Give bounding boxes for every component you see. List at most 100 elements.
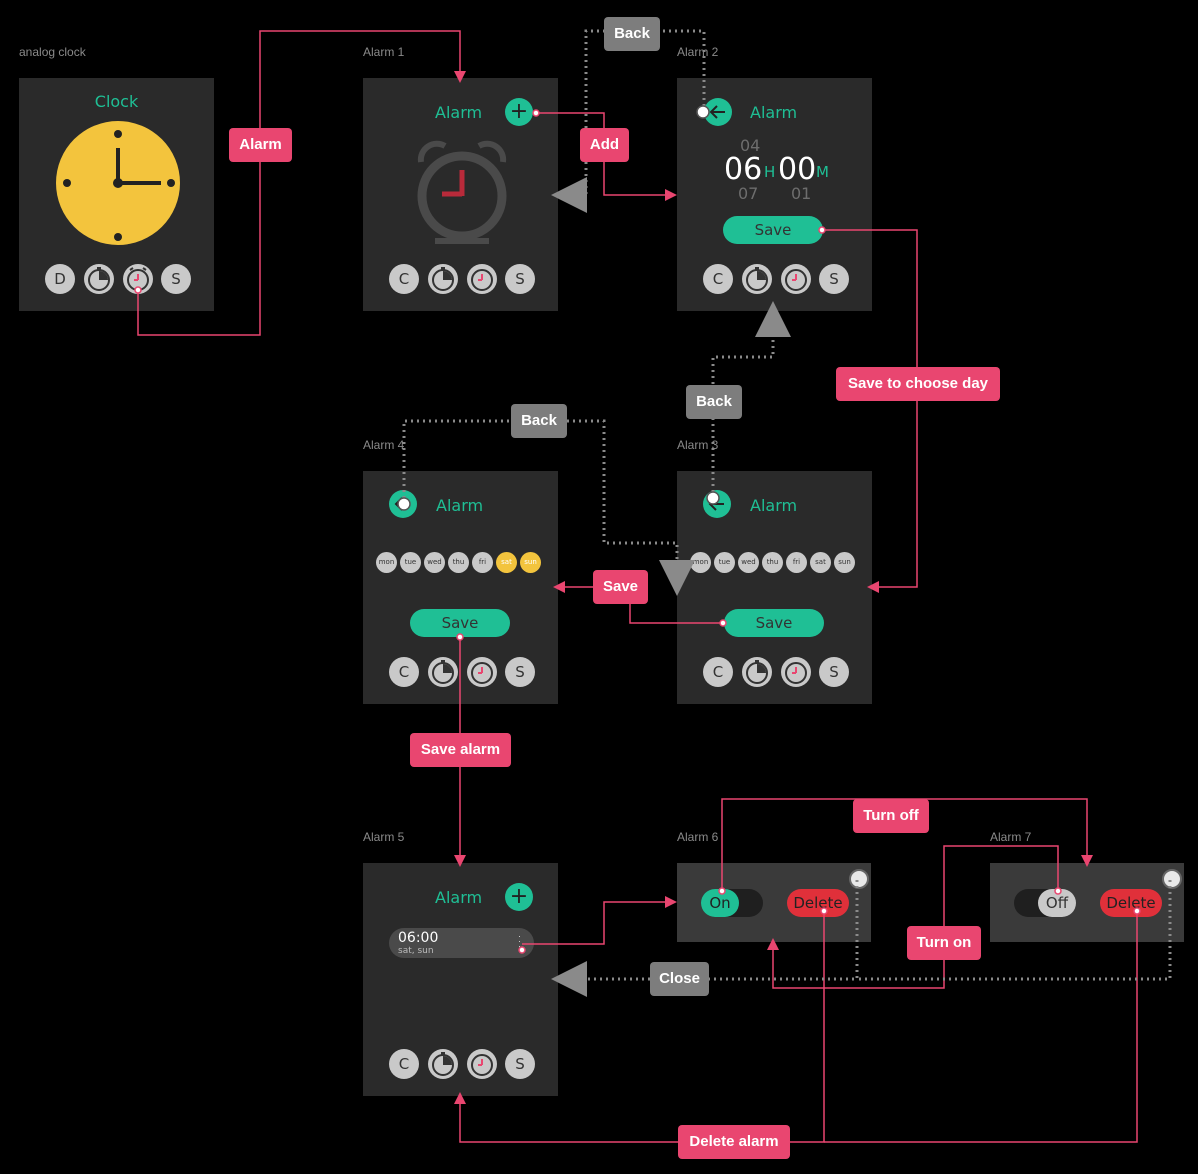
- back-button[interactable]: [704, 98, 732, 126]
- add-alarm-button[interactable]: +: [505, 98, 533, 126]
- nav-stopwatch-button[interactable]: [84, 264, 114, 294]
- day-fri[interactable]: fri: [472, 552, 493, 573]
- day-wed[interactable]: wed: [424, 552, 445, 573]
- save-days-button[interactable]: Save: [724, 609, 824, 637]
- add-alarm-button[interactable]: +: [505, 883, 533, 911]
- day-sun[interactable]: sun: [834, 552, 855, 573]
- day-tue[interactable]: tue: [400, 552, 421, 573]
- day-thu[interactable]: thu: [762, 552, 783, 573]
- alarm-clock-icon: [785, 269, 807, 291]
- day-tue[interactable]: tue: [714, 552, 735, 573]
- link-open-popup: [522, 896, 677, 945]
- nav-clock-button[interactable]: C: [389, 1049, 419, 1079]
- clock-title: Clock: [94, 92, 139, 111]
- delete-button[interactable]: Delete: [1100, 889, 1162, 917]
- close-icon[interactable]: [1162, 869, 1182, 889]
- day-thu[interactable]: thu: [448, 552, 469, 573]
- nav-clock-button[interactable]: C: [389, 657, 419, 687]
- screen-alarm-5: Alarm + 06:00 sat, sun ··· C S: [363, 863, 558, 1096]
- alarm-clock-icon: [471, 662, 493, 684]
- nav-settings-button[interactable]: S: [505, 1049, 535, 1079]
- day-wed[interactable]: wed: [738, 552, 759, 573]
- save-time-button[interactable]: Save: [723, 216, 823, 244]
- stopwatch-icon: [432, 660, 454, 684]
- nav-clock-button[interactable]: C: [703, 657, 733, 687]
- delete-button[interactable]: Delete: [787, 889, 849, 917]
- link-delete-alarm: [454, 911, 825, 1143]
- toggle-off-label: Off: [1038, 889, 1076, 917]
- transition-save-alarm: Save alarm: [410, 733, 511, 767]
- save-days-button[interactable]: Save: [410, 609, 510, 637]
- back-link-alarm2: [551, 29, 706, 213]
- frame-label-alarm-7: Alarm 7: [990, 830, 1032, 844]
- close-link-2: [857, 880, 1172, 981]
- alarm-list-item[interactable]: 06:00 sat, sun ···: [389, 928, 534, 958]
- nav-clock-button[interactable]: C: [703, 264, 733, 294]
- frame-label-analog-clock: analog clock: [19, 45, 86, 59]
- frame-label-alarm-3: Alarm 3: [677, 438, 719, 452]
- nav-settings-button[interactable]: S: [505, 657, 535, 687]
- transition-save-to-choose-day: Save to choose day: [836, 367, 1000, 401]
- hour-unit: H: [764, 163, 776, 181]
- minute-value[interactable]: 00: [778, 152, 817, 187]
- hour-prev: 04: [740, 136, 761, 155]
- nav-alarm-button[interactable]: [467, 1049, 497, 1079]
- alarm-title: Alarm: [435, 888, 483, 907]
- nav-clock-button[interactable]: C: [389, 264, 419, 294]
- nav-alarm-button[interactable]: [781, 264, 811, 294]
- alarm-item-time: 06:00: [398, 930, 439, 946]
- nav-settings-button[interactable]: S: [161, 264, 191, 294]
- transition-back-1: Back: [604, 17, 660, 51]
- nav-stopwatch-button[interactable]: [428, 657, 458, 687]
- toggle-switch[interactable]: Off: [1014, 889, 1076, 917]
- screen-alarm-1: Alarm + C S: [363, 78, 558, 311]
- nav-alarm-button[interactable]: [781, 657, 811, 687]
- screen-alarm-3: Alarm mon tue wed thu fri sat sun Save C…: [677, 471, 872, 704]
- day-sun[interactable]: sun: [520, 552, 541, 573]
- nav-stopwatch-button[interactable]: [742, 657, 772, 687]
- day-mon[interactable]: mon: [376, 552, 397, 573]
- frame-label-alarm-1: Alarm 1: [363, 45, 405, 59]
- analog-clock-face-icon: [56, 121, 180, 245]
- transition-save: Save: [593, 570, 648, 604]
- hour-next: 07: [738, 184, 759, 203]
- nav-stopwatch-button[interactable]: [428, 1049, 458, 1079]
- nav-settings-button[interactable]: S: [819, 657, 849, 687]
- nav-stopwatch-button[interactable]: [428, 264, 458, 294]
- stopwatch-icon: [746, 660, 768, 684]
- close-icon[interactable]: [849, 869, 869, 889]
- screen-alarm-6: On Delete: [677, 863, 871, 942]
- transition-delete-alarm: Delete alarm: [678, 1125, 790, 1159]
- alarm-title: Alarm: [750, 103, 798, 122]
- nav-settings-button[interactable]: S: [819, 264, 849, 294]
- frame-label-alarm-2: Alarm 2: [677, 45, 719, 59]
- screen-alarm-2: Alarm 04 06 H 00 M 07 01 Save C S: [677, 78, 872, 311]
- link-alarm: [137, 30, 466, 336]
- link-delete-alarm-2: [824, 911, 1138, 1143]
- day-fri[interactable]: fri: [786, 552, 807, 573]
- minute-unit: M: [816, 163, 829, 181]
- nav-stopwatch-button[interactable]: [742, 264, 772, 294]
- more-options-icon[interactable]: ···: [518, 931, 521, 951]
- alarm-clock-icon: [785, 662, 807, 684]
- day-sat[interactable]: sat: [496, 552, 517, 573]
- back-link-alarm4: [402, 419, 695, 596]
- nav-alarm-button[interactable]: [467, 657, 497, 687]
- stopwatch-icon: [432, 267, 454, 291]
- day-mon[interactable]: mon: [690, 552, 711, 573]
- frame-label-alarm-6: Alarm 6: [677, 830, 719, 844]
- transition-turn-on: Turn on: [907, 926, 981, 960]
- nav-settings-button[interactable]: S: [505, 264, 535, 294]
- stopwatch-icon: [88, 267, 110, 291]
- transition-back-3: Back: [511, 404, 567, 438]
- transition-close: Close: [650, 962, 709, 996]
- nav-alarm-button[interactable]: [467, 264, 497, 294]
- hour-value[interactable]: 06: [724, 152, 763, 187]
- alarm-clock-icon: [471, 269, 493, 291]
- nav-digital-button[interactable]: D: [45, 264, 75, 294]
- alarm-title: Alarm: [750, 496, 798, 515]
- transition-alarm: Alarm: [229, 128, 292, 162]
- day-sat[interactable]: sat: [810, 552, 831, 573]
- transition-add: Add: [580, 128, 629, 162]
